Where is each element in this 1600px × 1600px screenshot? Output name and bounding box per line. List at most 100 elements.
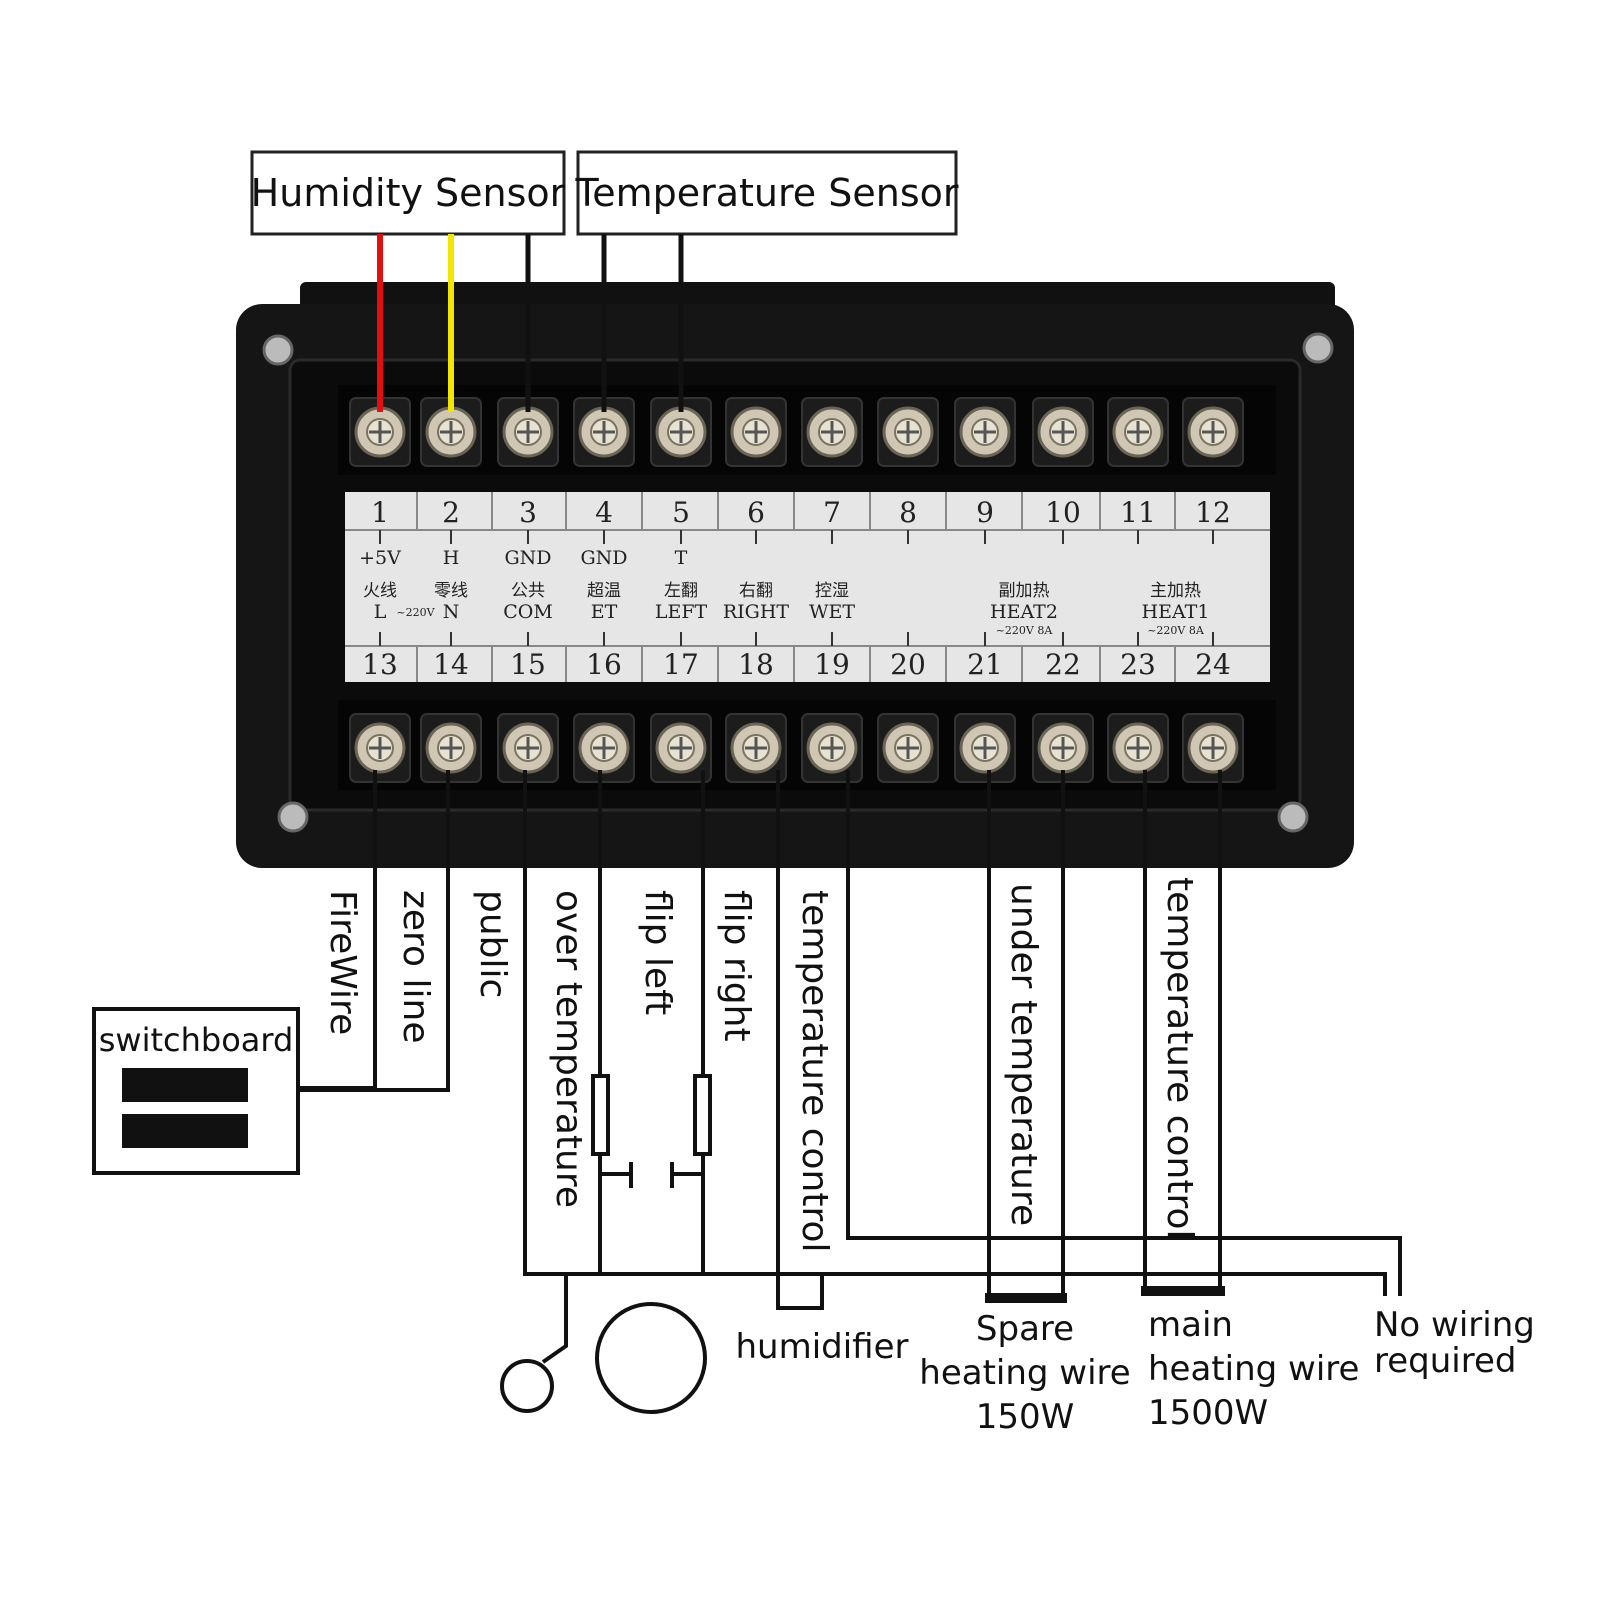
- terminal-number-bottom: 17: [663, 648, 699, 681]
- label-spare-line3: 150W: [976, 1397, 1075, 1437]
- spare-heating-wire-bar: [985, 1293, 1067, 1303]
- humidity-sensor-label: Humidity Sensor: [251, 171, 566, 215]
- terminal-code-bottom: LEFT: [655, 601, 708, 623]
- terminal-screw: [650, 713, 712, 783]
- terminal-label-chinese: 右翻: [739, 581, 773, 601]
- terminal-row-top: [349, 397, 1244, 467]
- terminal-number-top: 2: [442, 496, 460, 529]
- label-zero-line: zero line: [395, 890, 436, 1044]
- label-flip-left: flip left: [637, 890, 678, 1015]
- voltage-note-heat1: ~220V 8A: [1147, 624, 1205, 637]
- terminal-screw: [725, 397, 787, 467]
- temperature-sensor-label: Temperature Sensor: [574, 171, 958, 215]
- temperature-sensor-box: Temperature Sensor: [574, 150, 959, 236]
- terminal-screw: [497, 397, 559, 467]
- terminal-code-bottom: L: [374, 601, 387, 623]
- terminal-code-bottom: HEAT2: [990, 601, 1058, 623]
- label-main-line1: main: [1148, 1305, 1233, 1345]
- terminal-number-top: 5: [672, 496, 690, 529]
- terminal-code-top: GND: [580, 547, 627, 569]
- relay-coil-right: [693, 1074, 712, 1156]
- terminal-number-bottom: 24: [1195, 648, 1231, 681]
- terminal-number-bottom: 23: [1120, 648, 1156, 681]
- terminal-screw: [954, 713, 1016, 783]
- load-labels: humidifier Spare heating wire 150W main …: [735, 1305, 1534, 1437]
- terminal-screw: [420, 713, 482, 783]
- main-heating-wire-bar: [1141, 1286, 1225, 1296]
- humidity-sensor-box: Humidity Sensor: [250, 150, 566, 236]
- terminal-screw: [725, 713, 787, 783]
- flip-motor-icon: [595, 1302, 707, 1414]
- label-under-temperature: under temperature: [1003, 883, 1044, 1226]
- output-wiring: [298, 770, 1402, 1414]
- terminal-number-top: 10: [1045, 496, 1081, 529]
- terminal-number-bottom: 16: [586, 648, 622, 681]
- terminal-label-chinese: 公共: [511, 581, 545, 601]
- label-firewire: FireWire: [322, 890, 363, 1035]
- label-no-wiring-line1: No wiring: [1374, 1305, 1535, 1345]
- heater-bars: [985, 1286, 1225, 1303]
- terminal-label-chinese: 控湿: [815, 581, 849, 601]
- label-public: public: [472, 890, 513, 998]
- terminal-screw: [349, 713, 411, 783]
- terminal-screw: [954, 397, 1016, 467]
- screw-top-right: [1302, 332, 1334, 364]
- label-plate: 113+5V火线L214H零线N315GND公共COM416GND超温ET517…: [345, 492, 1270, 682]
- screw-top-left: [262, 334, 294, 366]
- switchboard-slot-1: [122, 1068, 248, 1102]
- voltage-note-heat2: ~220V 8A: [996, 624, 1054, 637]
- label-temperature-control-1: temperature control: [794, 890, 835, 1253]
- switchboard-label: switchboard: [99, 1021, 294, 1059]
- terminal-screw: [349, 397, 411, 467]
- terminal-label-chinese: 零线: [434, 581, 468, 601]
- wire-zero-line: [298, 770, 450, 1092]
- terminal-screw: [1182, 397, 1244, 467]
- terminal-label-chinese: 超温: [587, 581, 621, 601]
- label-spare-line1: Spare: [976, 1309, 1074, 1349]
- wire-public: [523, 770, 1387, 1296]
- screw-bottom-right: [1277, 801, 1309, 833]
- terminal-screw: [1032, 713, 1094, 783]
- label-spare-line2: heating wire: [919, 1353, 1130, 1393]
- terminal-number-bottom: 15: [510, 648, 546, 681]
- terminal-number-bottom: 14: [433, 648, 469, 681]
- terminal-screw: [1107, 713, 1169, 783]
- label-temperature-control-2: temperature control: [1159, 877, 1200, 1240]
- switchboard: switchboard: [92, 1007, 300, 1175]
- terminal-number-top: 8: [899, 496, 917, 529]
- sensor-wires: [377, 234, 684, 412]
- terminal-number-top: 4: [595, 496, 613, 529]
- label-no-wiring-line2: required: [1374, 1341, 1516, 1381]
- terminal-label-chinese: 左翻: [664, 581, 698, 601]
- terminal-screw: [420, 397, 482, 467]
- terminal-screw: [1107, 397, 1169, 467]
- terminal-row-bottom: [349, 713, 1244, 783]
- terminal-code-bottom: N: [443, 601, 460, 623]
- terminal-label-chinese: 副加热: [999, 581, 1050, 601]
- terminal-number-top: 9: [976, 496, 994, 529]
- voltage-note-line: ~220V: [396, 606, 435, 619]
- terminal-screw: [1032, 397, 1094, 467]
- terminal-screw: [497, 713, 559, 783]
- label-over-temperature: over temperature: [548, 890, 589, 1208]
- switchboard-slot-2: [122, 1114, 248, 1148]
- terminal-code-bottom: HEAT1: [1142, 601, 1210, 623]
- terminal-number-top: 11: [1120, 496, 1156, 529]
- wire-labels: FireWire zero line public over temperatu…: [322, 877, 1200, 1253]
- terminal-number-bottom: 22: [1045, 648, 1081, 681]
- terminal-number-top: 3: [519, 496, 537, 529]
- terminal-number-top: 7: [823, 496, 841, 529]
- terminal-code-top: T: [675, 547, 688, 569]
- mounting-screws: [262, 332, 1334, 833]
- terminal-screw: [877, 713, 939, 783]
- terminal-code-top: +5V: [359, 547, 401, 569]
- terminal-screw: [801, 397, 863, 467]
- terminal-label-chinese: 主加热: [1150, 581, 1201, 601]
- terminal-screw: [573, 713, 635, 783]
- wire-flip-right: [776, 770, 824, 1310]
- terminal-code-top: H: [443, 547, 460, 569]
- terminal-code-bottom: COM: [503, 601, 553, 623]
- terminal-number-bottom: 13: [362, 648, 398, 681]
- label-humidifier: humidifier: [735, 1327, 908, 1367]
